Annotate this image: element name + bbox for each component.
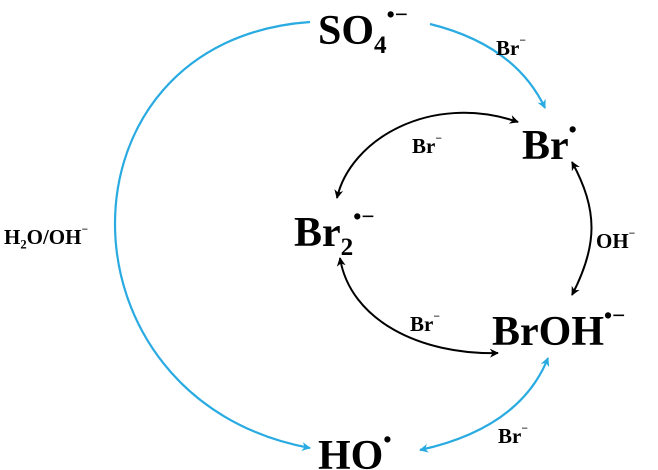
label-bromide-middle: Br− — [410, 311, 440, 336]
label-hydroxide: OH− — [596, 228, 636, 253]
bromine-radical: Br• — [522, 116, 577, 169]
bromohydroxyl-radical: BrOH•− — [492, 302, 626, 355]
arrow-sulfate-to-bromine — [429, 22, 546, 109]
hydroxyl-radical: HO• — [318, 426, 392, 470]
label-bromide-bottom: Br− — [498, 423, 528, 448]
sulfate-radical: SO4•− — [318, 1, 408, 59]
arrow-bromohydroxyl-hydroxyl — [419, 357, 550, 453]
label-water-hydroxide: H2O/OH− — [4, 224, 89, 252]
arrow-bromine-bromohydroxyl — [571, 161, 593, 296]
arrow-dibromide-bromohydroxyl — [336, 257, 499, 358]
arrow-sulfate-to-hydroxyl — [113, 20, 311, 451]
label-bromide-top: Br− — [496, 35, 526, 60]
arrow-bromine-dibromide — [334, 111, 519, 199]
label-bromide-upper: Br− — [412, 133, 442, 158]
dibromide-radical: Br2•− — [294, 203, 375, 261]
